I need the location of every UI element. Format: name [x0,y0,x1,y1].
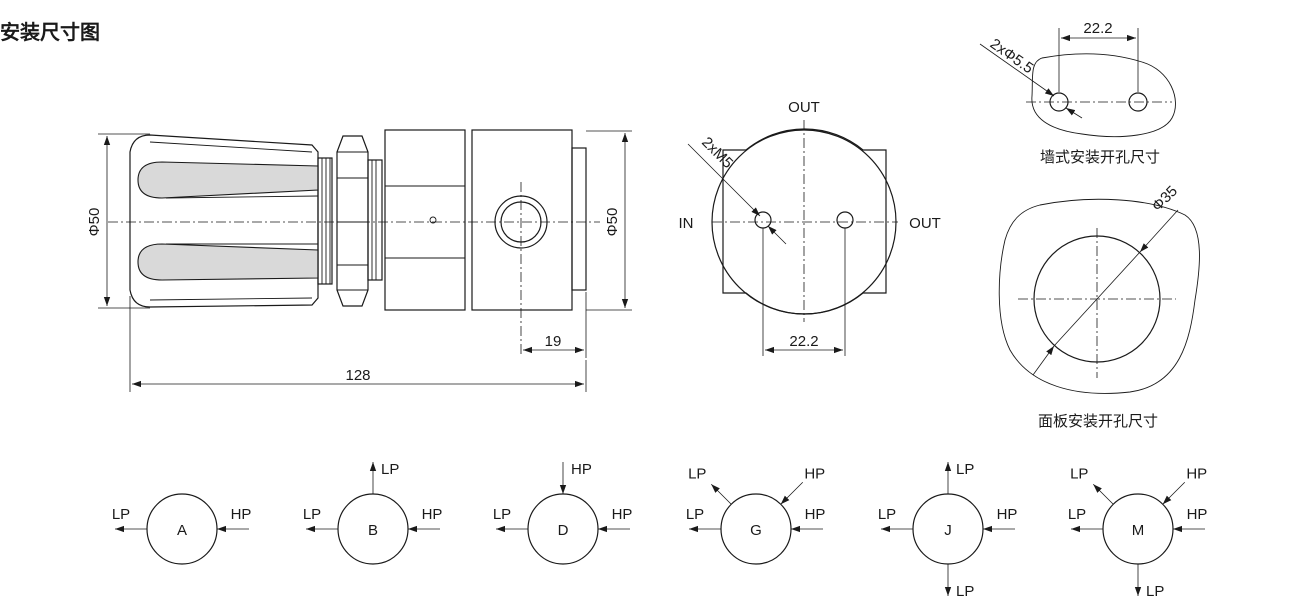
left-label: LP [493,506,511,523]
wall-holes-label: 2xΦ5.5 [987,35,1037,77]
wall-outline [1031,53,1176,138]
top-label: LP [381,461,399,478]
upper-left-arrow [710,483,732,505]
port-configurations: A LP HP B LP HP LP D LP HP HP G LP HP LP HP J LP HP LP LP M LP… [112,461,1208,600]
port-config-a: A LP HP [112,493,252,565]
page-title: 安装尺寸图 [0,20,100,44]
body-section [384,129,466,311]
left-label: LP [686,506,704,523]
upper-left-arrow [1092,483,1114,505]
port-left-label: IN [679,215,694,232]
panel-cutout: Φ35 面板安装开孔尺寸 [998,183,1200,430]
left-label: LP [878,506,896,523]
port-config-d: D LP HP HP [493,461,633,565]
port-hole-out [836,211,854,229]
left-label: LP [303,506,321,523]
port-config-j: J LP HP LP LP [878,461,1018,600]
upper-left-label: LP [688,465,706,482]
right-label: HP [231,506,252,523]
upper-right-label: HP [804,465,825,482]
config-letter: D [558,522,569,539]
front-view: 2xM5 OUT IN OUT 22.2 [679,99,941,356]
left-label: LP [1068,506,1086,523]
top-label: LP [956,461,974,478]
port-offset-dim: 19 [545,333,562,350]
right-label: HP [422,506,443,523]
port-config-g: G LP HP LP HP [686,465,826,565]
upper-left-label: LP [1070,465,1088,482]
config-letter: A [177,522,187,539]
upper-right-arrow [1162,481,1186,505]
right-label: HP [612,506,633,523]
left-label: LP [112,506,130,523]
config-letter: M [1132,522,1145,539]
config-letter: J [944,522,952,539]
total-length-dim: 128 [345,367,370,384]
wall-hole-left [1049,92,1069,112]
upper-right-arrow [780,481,804,505]
port-config-b: B LP HP LP [303,461,443,565]
wall-cutout: 22.2 2xΦ5.5 墙式安装开孔尺寸 [979,20,1176,166]
panel-caption: 面板安装开孔尺寸 [1038,412,1158,430]
knob-grip-upper [137,161,319,199]
thread-section [317,157,333,285]
bottom-label: LP [956,583,974,600]
knob-body [129,134,319,308]
right-label: HP [997,506,1018,523]
side-diameter-left: Φ50 [86,208,103,237]
front-body [722,128,887,315]
ring [367,159,383,281]
end-cap [571,147,587,291]
side-view: Φ50 Φ50 19 128 [86,129,632,392]
upper-right-label: HP [1186,465,1207,482]
port-right-label: OUT [909,215,941,232]
top-label: HP [571,461,592,478]
config-letter: G [750,522,762,539]
vent-hole [429,216,437,224]
front-spacing-dim: 22.2 [789,333,818,350]
wall-spacing-dim: 22.2 [1083,20,1112,37]
wall-caption: 墙式安装开孔尺寸 [1040,149,1160,166]
wall-hole-right [1128,92,1148,112]
port-config-m: M LP HP LP LP HP [1068,465,1208,600]
port-top-label: OUT [788,99,820,116]
right-label: HP [805,506,826,523]
knob-grip-lower [137,243,319,281]
port-block [471,129,573,311]
side-diameter-right: Φ50 [604,208,621,237]
hex-nut [336,135,369,307]
panel-hole-label: Φ35 [1149,183,1181,215]
right-label: HP [1187,506,1208,523]
config-letter: B [368,522,378,539]
port-hole-in [754,211,772,229]
bottom-label: LP [1146,583,1164,600]
